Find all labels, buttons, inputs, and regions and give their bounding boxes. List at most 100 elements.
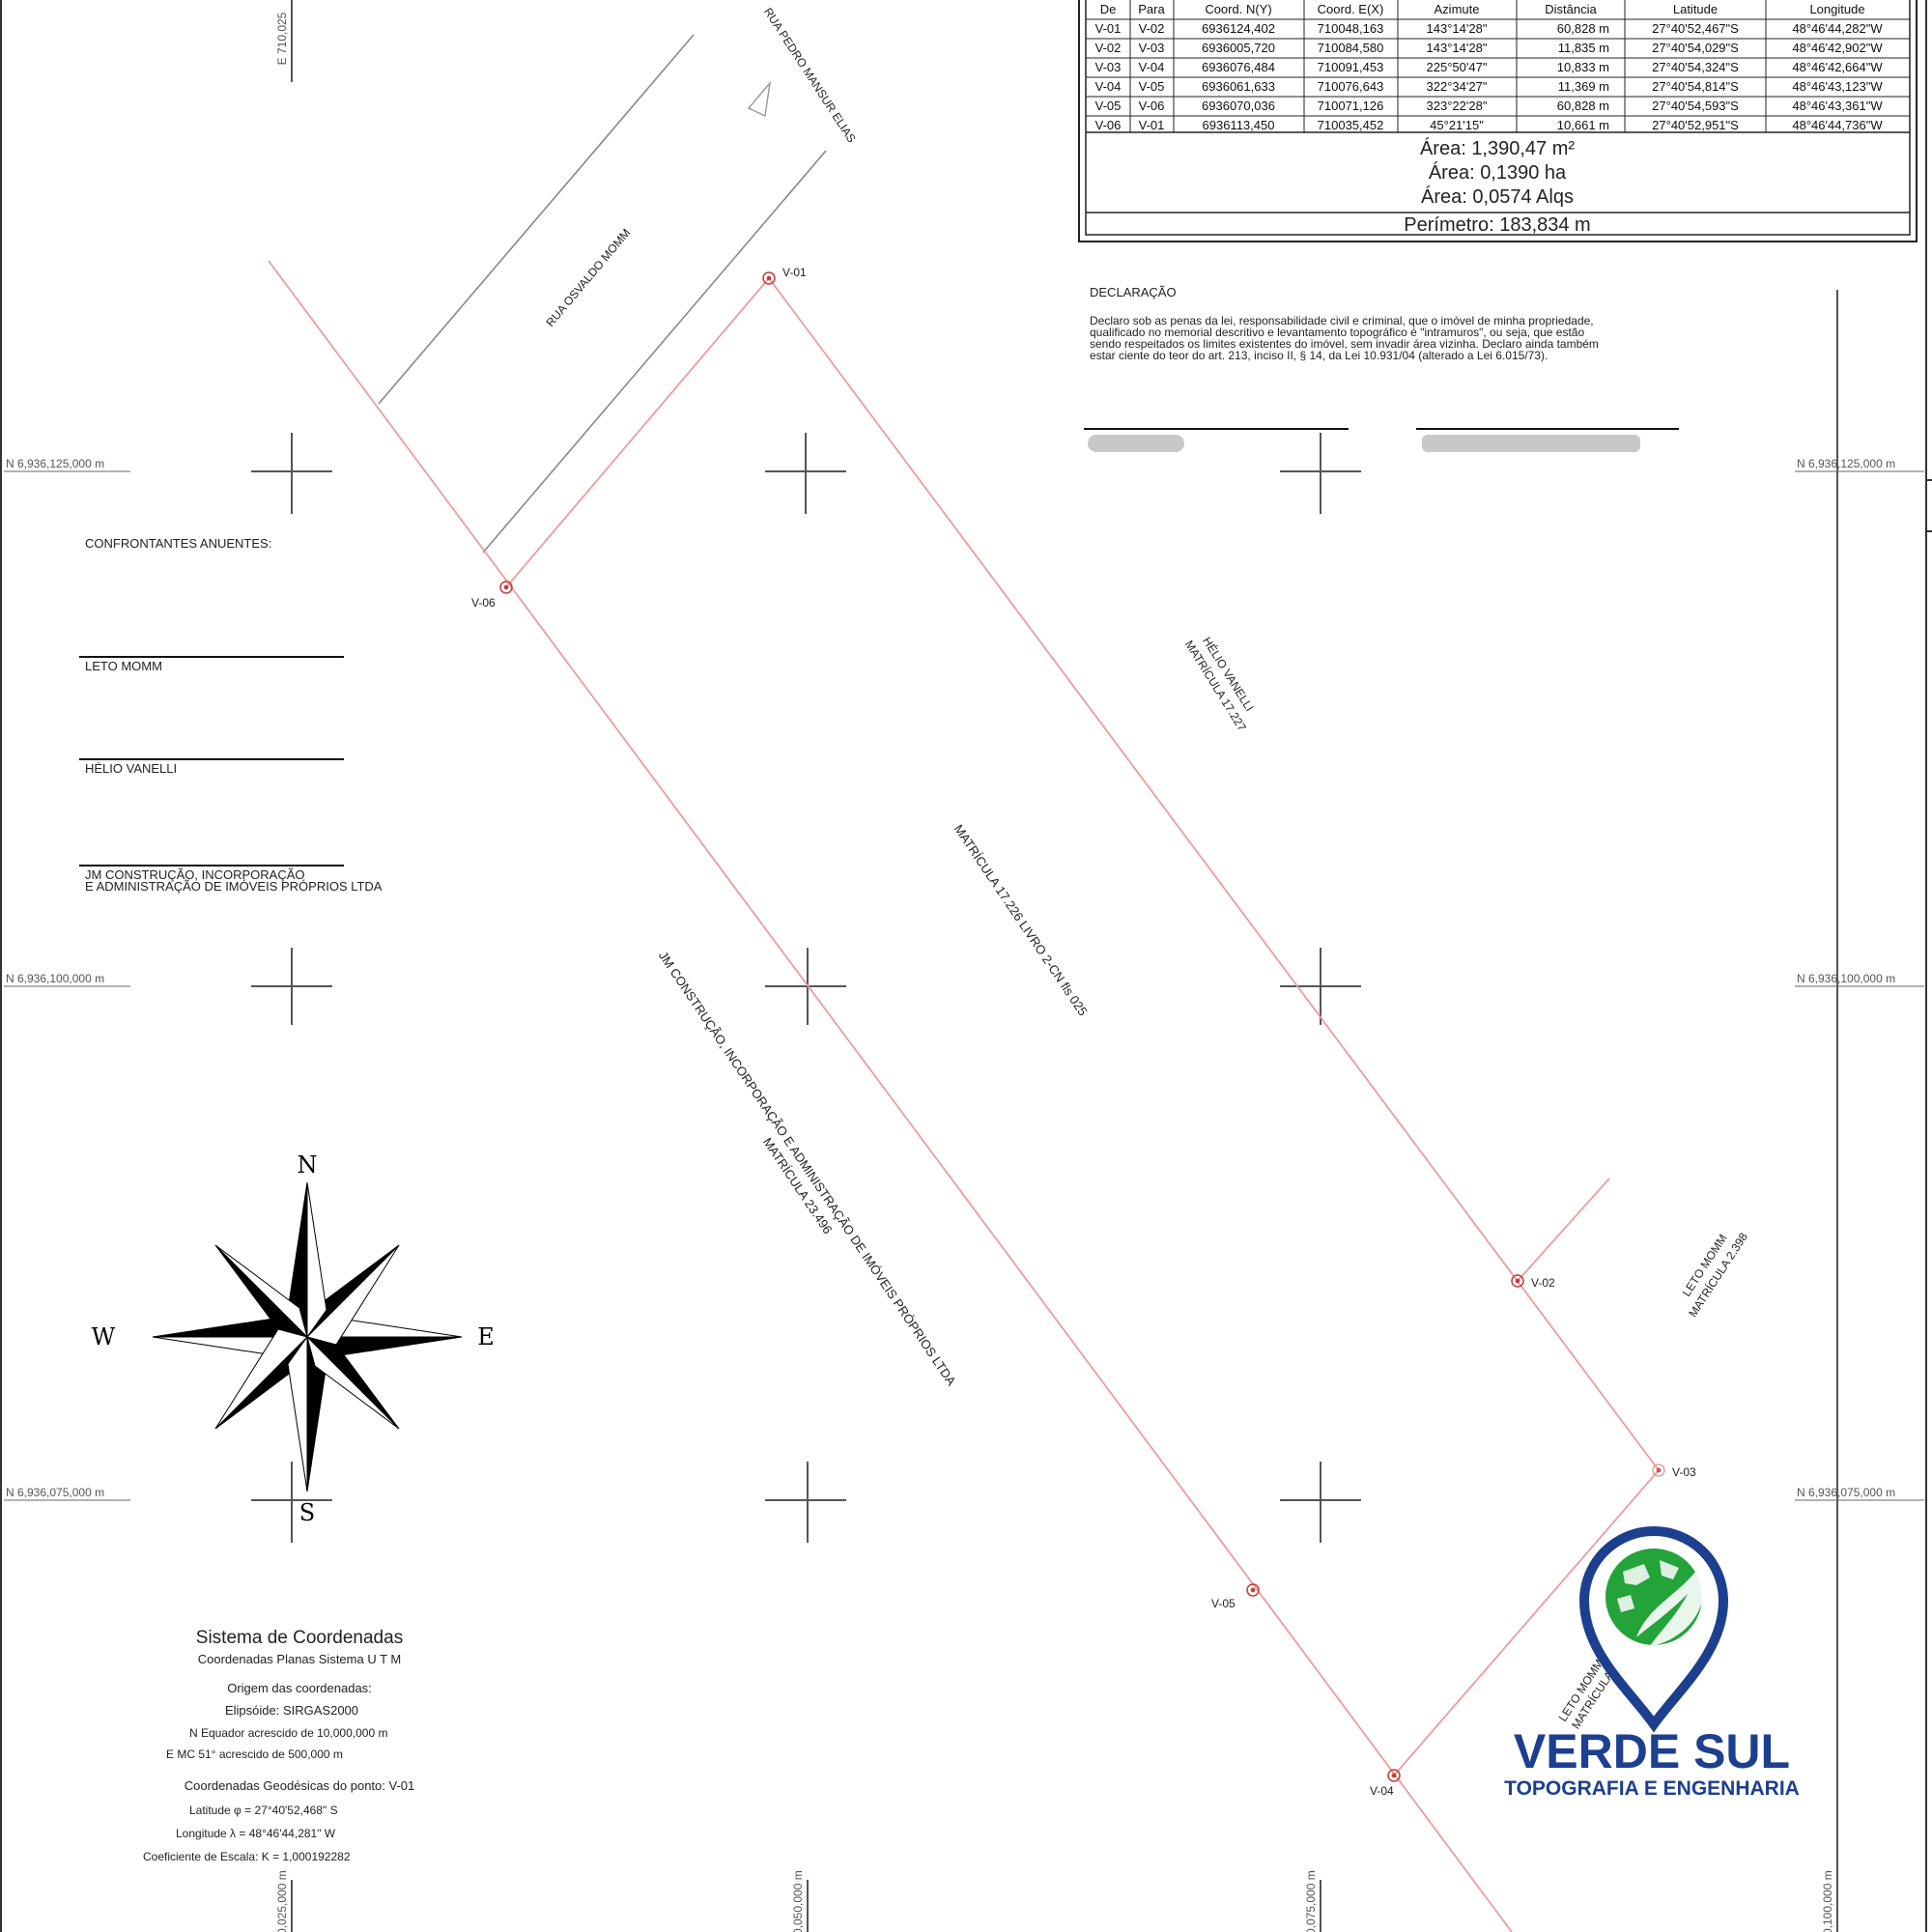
table-cell: 710035,452: [1318, 118, 1384, 132]
table-cell: V-04: [1095, 79, 1122, 94]
table-cell: 710091,453: [1318, 60, 1384, 74]
logo-tagline-text: TOPOGRAFIA E ENGENHARIA: [1504, 1777, 1800, 1800]
confrontantes-title: CONFRONTANTES ANUENTES:: [85, 536, 271, 551]
table-cell: V-03: [1095, 60, 1122, 74]
grid-label-n2-right: N 6,936,100,000 m: [1797, 972, 1895, 985]
table-header-cell: Coord. E(X): [1318, 2, 1384, 16]
grid-label-e-top: E 710,025: [275, 12, 289, 65]
table-header-cell: Longitude: [1809, 2, 1864, 16]
declaration-title: DECLARAÇÃO: [1090, 285, 1177, 299]
vertex-label-v02: V-02: [1531, 1276, 1555, 1290]
street-lines: [378, 34, 827, 554]
table-cell: 143°14'28": [1427, 21, 1488, 36]
table-cell: V-01: [1095, 21, 1122, 36]
table-cell: 27°40'52,951"S: [1652, 118, 1739, 132]
grid-label-e-bottom-1: E 710,025,000 m: [275, 1870, 289, 1932]
table-cell: 6936061,633: [1202, 79, 1275, 94]
table-cell: 27°40'54,814"S: [1652, 79, 1739, 94]
table-header-cell: De: [1100, 2, 1117, 16]
table-cell: V-01: [1139, 118, 1165, 132]
perimeter-text: Perímetro: 183,834 m: [1404, 214, 1590, 236]
confrontantes-block: CONFRONTANTES ANUENTES: LETO MOMM HÉLIO …: [79, 536, 383, 894]
grid-label-n3-right: N 6,936,075,000 m: [1797, 1486, 1895, 1499]
compass-rose-icon: N S E W: [92, 1151, 495, 1526]
table-cell: 60,828 m: [1557, 99, 1609, 113]
declaration-line: Declaro sob as penas da lei, responsabil…: [1090, 314, 1594, 327]
street-label-osvaldo-momm: RUA OSVALDO MOMM: [544, 226, 634, 329]
coord-scale: Coeficiente de Escala: K = 1,000192282: [143, 1850, 351, 1863]
table-cell: 6936113,450: [1203, 118, 1275, 132]
vertex-data-table: De Para Coord. N(Y) Coord. E(X) Azimute …: [1078, 0, 1918, 242]
vertex-label-v01: V-01: [782, 266, 807, 279]
table-cell: V-05: [1139, 79, 1165, 94]
table-cell: 710071,126: [1318, 99, 1384, 113]
grid-label-n1-right: N 6,936,125,000 m: [1797, 457, 1895, 470]
verde-sul-logo: VERDE SUL TOPOGRAFIA E ENGENHARIA: [1504, 1526, 1800, 1800]
coord-e-line: E MC 51° acrescido de 500,000 m: [166, 1747, 343, 1761]
grid-label-n2: N 6,936,100,000 m: [6, 972, 104, 985]
table-cell: 45°21'15": [1430, 118, 1484, 132]
table-header-row: De Para Coord. N(Y) Coord. E(X) Azimute …: [1100, 2, 1865, 16]
table-cell: 6936070,036: [1202, 99, 1275, 113]
north-arrow-small-icon: [747, 80, 772, 118]
coord-n-line: N Equador acrescido de 10,000,000 m: [189, 1726, 387, 1740]
declaration-line: sendo respeitados os limites existentes …: [1090, 337, 1599, 351]
table-cell: 48°46'44,282"W: [1792, 21, 1883, 36]
logo-name-text: VERDE SUL: [1514, 1724, 1790, 1778]
table-cell: 710084,580: [1318, 41, 1384, 55]
table-cell: V-02: [1139, 21, 1165, 36]
vertex-label-v03: V-03: [1672, 1465, 1696, 1479]
coord-longitude: Longitude λ = 48°46'44,281" W: [176, 1827, 336, 1840]
area-alq-text: Área: 0,0574 Alqs: [1421, 185, 1574, 208]
table-header-cell: Distância: [1545, 2, 1597, 16]
compass-n-label: N: [298, 1151, 318, 1179]
table-cell: V-04: [1139, 60, 1165, 74]
table-cell: 27°40'54,324"S: [1652, 60, 1739, 74]
table-cell: 225°50'47": [1427, 60, 1488, 74]
table-cell: 11,369 m: [1558, 79, 1609, 94]
grid-label-e-bottom-4: E 710,100,000 m: [1821, 1870, 1834, 1932]
table-cell: 48°46'42,664"W: [1792, 60, 1883, 74]
coord-geo-title: Coordenadas Geodésicas do ponto: V-01: [185, 1778, 415, 1793]
location-pin-leaf-icon: [1578, 1526, 1729, 1733]
table-cell: 60,828 m: [1557, 21, 1609, 36]
grid-label-e-bottom-2: E 710,050,000 m: [791, 1870, 805, 1932]
area-ha-text: Área: 0,1390 ha: [1429, 161, 1567, 184]
table-cell: 11,835 m: [1558, 41, 1609, 55]
table-cell: 710076,643: [1318, 79, 1384, 94]
boundary-lines: [268, 260, 1660, 1932]
table-cell: 6936124,402: [1202, 21, 1275, 36]
compass-e-label: E: [477, 1323, 495, 1350]
vertex-markers: [499, 271, 1665, 1782]
table-cell: 27°40'54,593"S: [1652, 99, 1739, 113]
table-header-cell: Coord. N(Y): [1205, 2, 1271, 16]
table-cell: 10,833 m: [1557, 60, 1609, 74]
declaration-line: qualificado no memorial descritivo e lev…: [1090, 326, 1584, 339]
table-cell: 323°22'28": [1427, 99, 1488, 113]
vertex-label-v05: V-05: [1211, 1597, 1236, 1610]
coord-origin-title: Origem das coordenadas:: [227, 1681, 372, 1695]
table-cell: 27°40'54,029"S: [1652, 41, 1739, 55]
table-cell: 48°46'43,123"W: [1792, 79, 1883, 94]
table-cell: 48°46'44,736"W: [1792, 118, 1883, 132]
area-m2-text: Área: 1,390,47 m²: [1420, 137, 1575, 159]
declaration-line: estar ciente do teor do art. 213, inciso…: [1090, 349, 1548, 362]
coordinate-system-block: Sistema de Coordenadas Coordenadas Plana…: [143, 1628, 414, 1863]
confrontante-name: JM CONSTRUÇÃO, INCORPORAÇÃO: [85, 867, 305, 882]
table-header-cell: Azimute: [1435, 2, 1480, 16]
confrontante-name: LETO MOMM: [85, 659, 162, 673]
coord-system-subtitle: Coordenadas Planas Sistema U T M: [198, 1652, 402, 1666]
confrontante-name: E ADMINISTRAÇÃO DE IMÓVEIS PRÓPRIOS LTDA: [85, 879, 383, 894]
table-cell: V-05: [1095, 99, 1122, 113]
table-header-cell: Para: [1138, 2, 1165, 16]
confrontante-name: HÉLIO VANELLI: [85, 761, 177, 776]
grid-labels: N 6,936,125,000 m N 6,936,125,000 m N 6,…: [4, 12, 1924, 1932]
table-cell: 27°40'52,467"S: [1652, 21, 1739, 36]
table-cell: 143°14'28": [1427, 41, 1488, 55]
table-cell: 6936005,720: [1202, 41, 1275, 55]
coord-latitude: Latitude φ = 27°40'52,468" S: [189, 1804, 338, 1817]
coord-ellipsoid: Elipsóide: SIRGAS2000: [225, 1703, 358, 1718]
redacted-signature-block: [1422, 435, 1640, 452]
